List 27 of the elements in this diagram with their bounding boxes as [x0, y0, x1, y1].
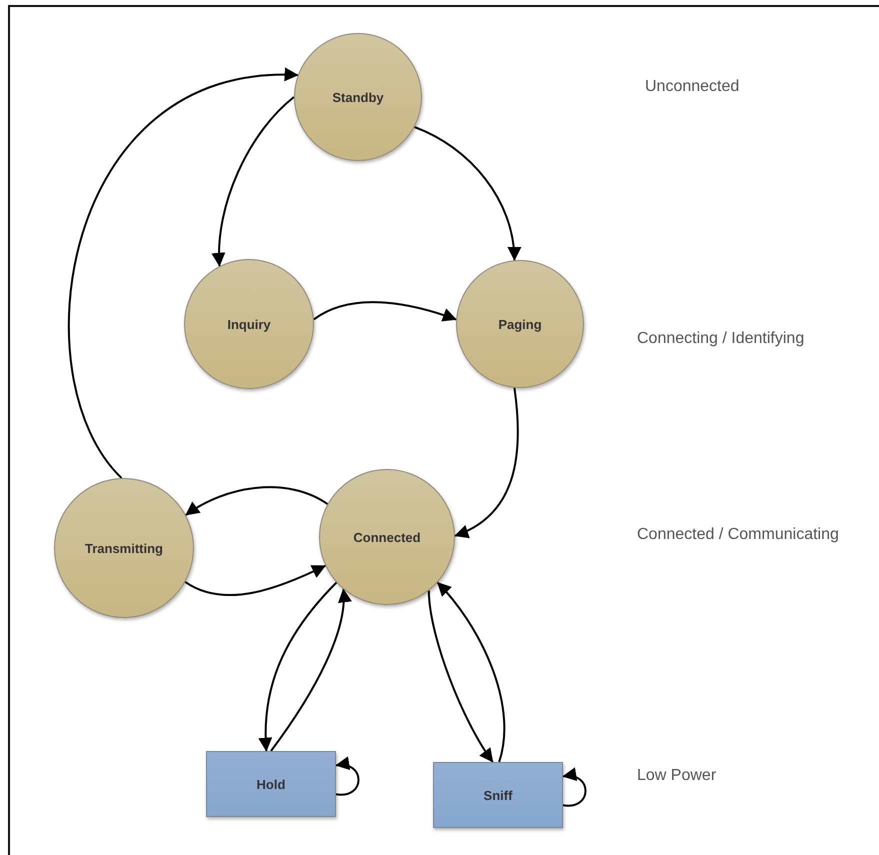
state-box: [433, 762, 563, 828]
arrow: [436, 582, 506, 762]
arrow: [335, 758, 360, 796]
tier-label: Low Power: [637, 767, 716, 785]
state-circle: [319, 469, 455, 605]
state-label: Inquiry: [227, 316, 271, 332]
arrow: [562, 768, 586, 807]
state-box: [206, 751, 336, 817]
arrow: [68, 68, 299, 479]
arrow: [428, 590, 494, 763]
tier-label: Connecting / Identifying: [637, 330, 804, 348]
state-label: Sniff: [484, 788, 512, 802]
state-label: Standby: [332, 90, 384, 104]
arrow: [270, 588, 351, 752]
arrow: [212, 96, 295, 267]
arrow: [454, 388, 519, 538]
state-label: Hold: [256, 776, 286, 792]
arrow: [258, 582, 338, 752]
tier-label: Unconnected: [645, 78, 740, 96]
state-label: Connected: [353, 530, 421, 544]
arrow: [184, 564, 326, 596]
state-label: Transmitting: [84, 540, 163, 556]
tier-label: Connected / Communicating: [637, 526, 839, 544]
arrow: [313, 301, 457, 322]
arrow: [185, 486, 328, 516]
arrow: [414, 126, 521, 261]
state-label: Paging: [498, 316, 542, 332]
